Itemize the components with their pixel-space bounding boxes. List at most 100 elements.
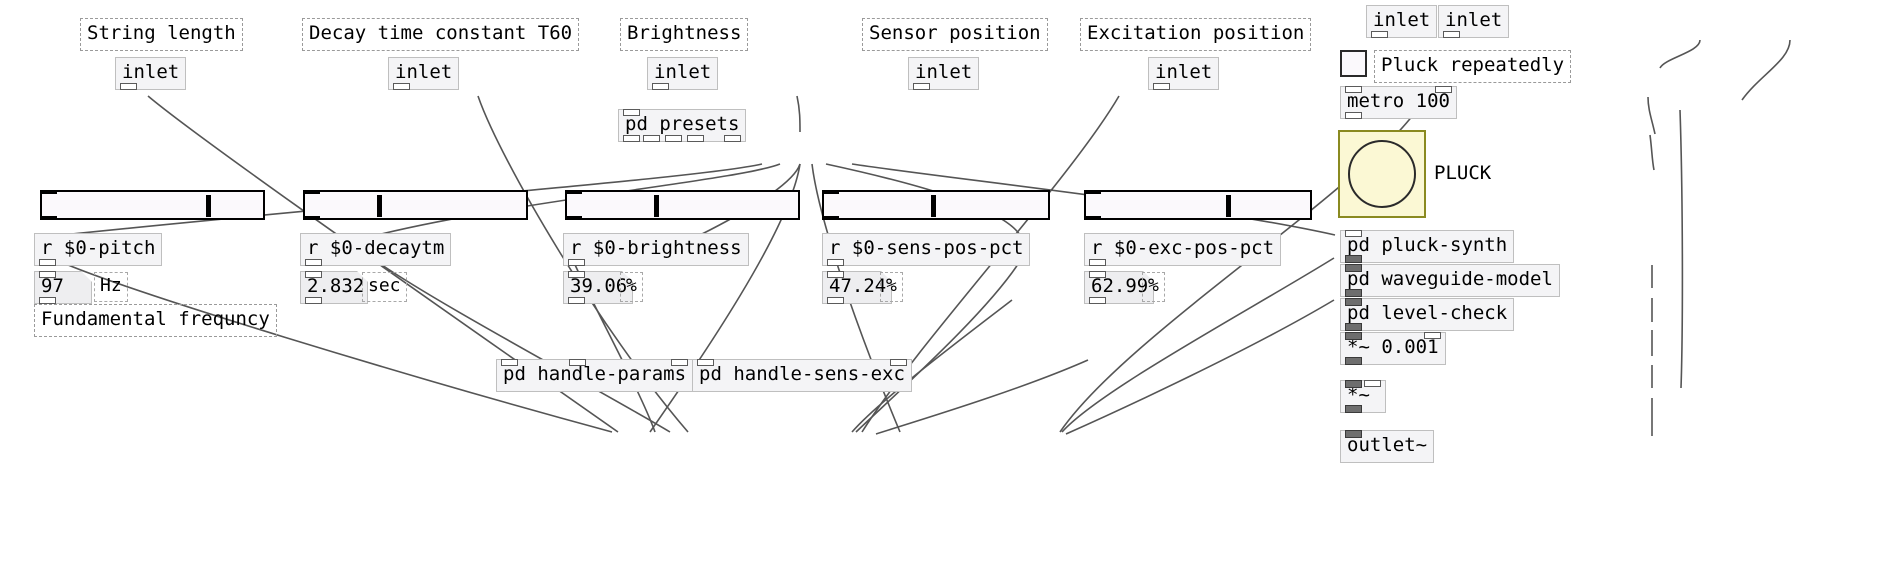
comment-excitation-position: Excitation position	[1080, 18, 1312, 51]
inlet-nub-2[interactable]	[671, 359, 689, 366]
inlet-nub[interactable]	[623, 109, 640, 116]
pd-level-check[interactable]: pd level-check	[1340, 298, 1515, 331]
pd-handle-params[interactable]: pd handle-params	[496, 359, 694, 392]
pluck-repeatedly-toggle[interactable]	[1340, 50, 1367, 77]
outlet-nub[interactable]	[1153, 83, 1170, 90]
inlet-nub[interactable]	[1345, 430, 1362, 438]
brightness-slider[interactable]	[565, 190, 800, 220]
inlet-nub-1[interactable]	[1364, 380, 1381, 387]
receive-exc-pos[interactable]: r $0-exc-pos-pct	[1084, 233, 1282, 266]
inlet-nub-0[interactable]	[1345, 380, 1362, 388]
pd-handle-sens-exc[interactable]: pd handle-sens-exc	[692, 359, 912, 392]
inlet-nub-1[interactable]	[1423, 332, 1441, 339]
slider-inlet-nub[interactable]	[1084, 190, 1101, 194]
outlet-nub[interactable]	[1371, 31, 1388, 38]
pd-presets[interactable]: pd presets	[618, 109, 747, 142]
outlet-nub[interactable]	[827, 297, 844, 304]
outlet-nub[interactable]	[568, 297, 585, 304]
outlet-nub[interactable]	[1345, 112, 1362, 119]
outlet-nub[interactable]	[305, 297, 322, 304]
inlet-string-length[interactable]: inlet	[115, 57, 187, 90]
outlet-nub[interactable]	[1345, 323, 1362, 331]
slider-outlet-nub[interactable]	[822, 216, 839, 220]
decaytm-number-box[interactable]: 2.832	[300, 271, 368, 304]
outlet-nub[interactable]	[1089, 297, 1106, 304]
inlet-nub-0[interactable]	[1345, 86, 1362, 93]
inlet-nub[interactable]	[1089, 271, 1106, 278]
inlet-nub[interactable]	[1345, 298, 1362, 306]
inlet-nub[interactable]	[305, 271, 322, 278]
slider-inlet-nub[interactable]	[303, 190, 320, 194]
outlet-nub[interactable]	[393, 83, 410, 90]
inlet-nub-0[interactable]	[501, 359, 518, 366]
inlet-nub-0[interactable]	[697, 359, 714, 366]
multiply-gain-object[interactable]: *~ 0.001	[1340, 332, 1446, 365]
slider-inlet-nub[interactable]	[40, 190, 57, 194]
outlet-nub[interactable]	[39, 259, 56, 266]
slider-outlet-nub[interactable]	[1084, 216, 1101, 220]
inlet-nub[interactable]	[1345, 264, 1362, 272]
outlet-nub[interactable]	[827, 259, 844, 266]
bang-circle[interactable]	[1348, 140, 1416, 208]
inlet-pluck-toggle[interactable]: inlet	[1366, 5, 1438, 38]
pluck-bang-canvas[interactable]	[1338, 130, 1426, 218]
inlet-sensor-position[interactable]: inlet	[908, 57, 980, 90]
inlet-nub-1[interactable]	[889, 359, 907, 366]
receive-brightness[interactable]: r $0-brightness	[563, 233, 749, 266]
outlet-nub[interactable]	[1089, 259, 1106, 266]
outlet-nub[interactable]	[1345, 357, 1362, 365]
inlet-brightness[interactable]: inlet	[647, 57, 719, 90]
outlet-nub[interactable]	[1345, 405, 1362, 413]
slider-outlet-nub[interactable]	[303, 216, 320, 220]
inlet-nub[interactable]	[568, 271, 585, 278]
inlet-nub-0[interactable]	[1345, 332, 1362, 340]
exc-pos-value: 62.99	[1091, 275, 1149, 297]
outlet-nub[interactable]	[39, 297, 56, 304]
slider-inlet-nub[interactable]	[565, 190, 582, 194]
inlet-nub-1[interactable]	[1434, 86, 1452, 93]
inlet-pluck-bang[interactable]: inlet	[1438, 5, 1510, 38]
outlet-nub[interactable]	[120, 83, 137, 90]
metro-object[interactable]: metro 100	[1340, 86, 1457, 119]
string-length-slider[interactable]	[40, 190, 265, 220]
receive-pitch[interactable]: r $0-pitch	[34, 233, 163, 266]
outlet-nub[interactable]	[652, 83, 669, 90]
sensor-position-slider[interactable]	[822, 190, 1050, 220]
slider-knob[interactable]	[1226, 195, 1231, 217]
inlet-nub-1[interactable]	[569, 359, 586, 366]
slider-knob[interactable]	[931, 195, 936, 217]
outlet-nub[interactable]	[1345, 289, 1362, 297]
outlet-nub-0[interactable]	[623, 135, 640, 142]
outlet-nub[interactable]	[913, 83, 930, 90]
slider-knob[interactable]	[654, 195, 659, 217]
receive-decaytm[interactable]: r $0-decaytm	[300, 233, 452, 266]
outlet-nub-3[interactable]	[687, 135, 704, 142]
receive-sens-pos[interactable]: r $0-sens-pos-pct	[822, 233, 1031, 266]
multiply-signal-object[interactable]: *~	[1340, 380, 1386, 413]
brightness-number-box[interactable]: 39.06	[563, 271, 633, 304]
inlet-nub[interactable]	[39, 271, 56, 278]
inlet-decay-time[interactable]: inlet	[388, 57, 460, 90]
pd-pluck-synth[interactable]: pd pluck-synth	[1340, 230, 1515, 263]
slider-inlet-nub[interactable]	[822, 190, 839, 194]
slider-outlet-nub[interactable]	[565, 216, 582, 220]
outlet-signal-object[interactable]: outlet~	[1340, 430, 1435, 463]
outlet-nub-2[interactable]	[665, 135, 682, 142]
slider-knob[interactable]	[377, 195, 382, 217]
outlet-nub[interactable]	[305, 259, 322, 266]
excitation-position-slider[interactable]	[1084, 190, 1312, 220]
pd-waveguide-model[interactable]: pd waveguide-model	[1340, 264, 1560, 297]
decay-time-slider[interactable]	[303, 190, 528, 220]
pitch-number-box[interactable]: 97	[34, 271, 92, 304]
outlet-nub[interactable]	[1443, 31, 1460, 38]
outlet-nub[interactable]	[1345, 255, 1362, 263]
inlet-excitation-position[interactable]: inlet	[1148, 57, 1220, 90]
outlet-nub-1[interactable]	[643, 135, 660, 142]
inlet-nub[interactable]	[1345, 230, 1362, 237]
slider-outlet-nub[interactable]	[40, 216, 57, 220]
slider-knob[interactable]	[206, 195, 211, 217]
inlet-nub[interactable]	[827, 271, 844, 278]
outlet-nub-4[interactable]	[724, 135, 742, 142]
outlet-nub[interactable]	[568, 259, 585, 266]
